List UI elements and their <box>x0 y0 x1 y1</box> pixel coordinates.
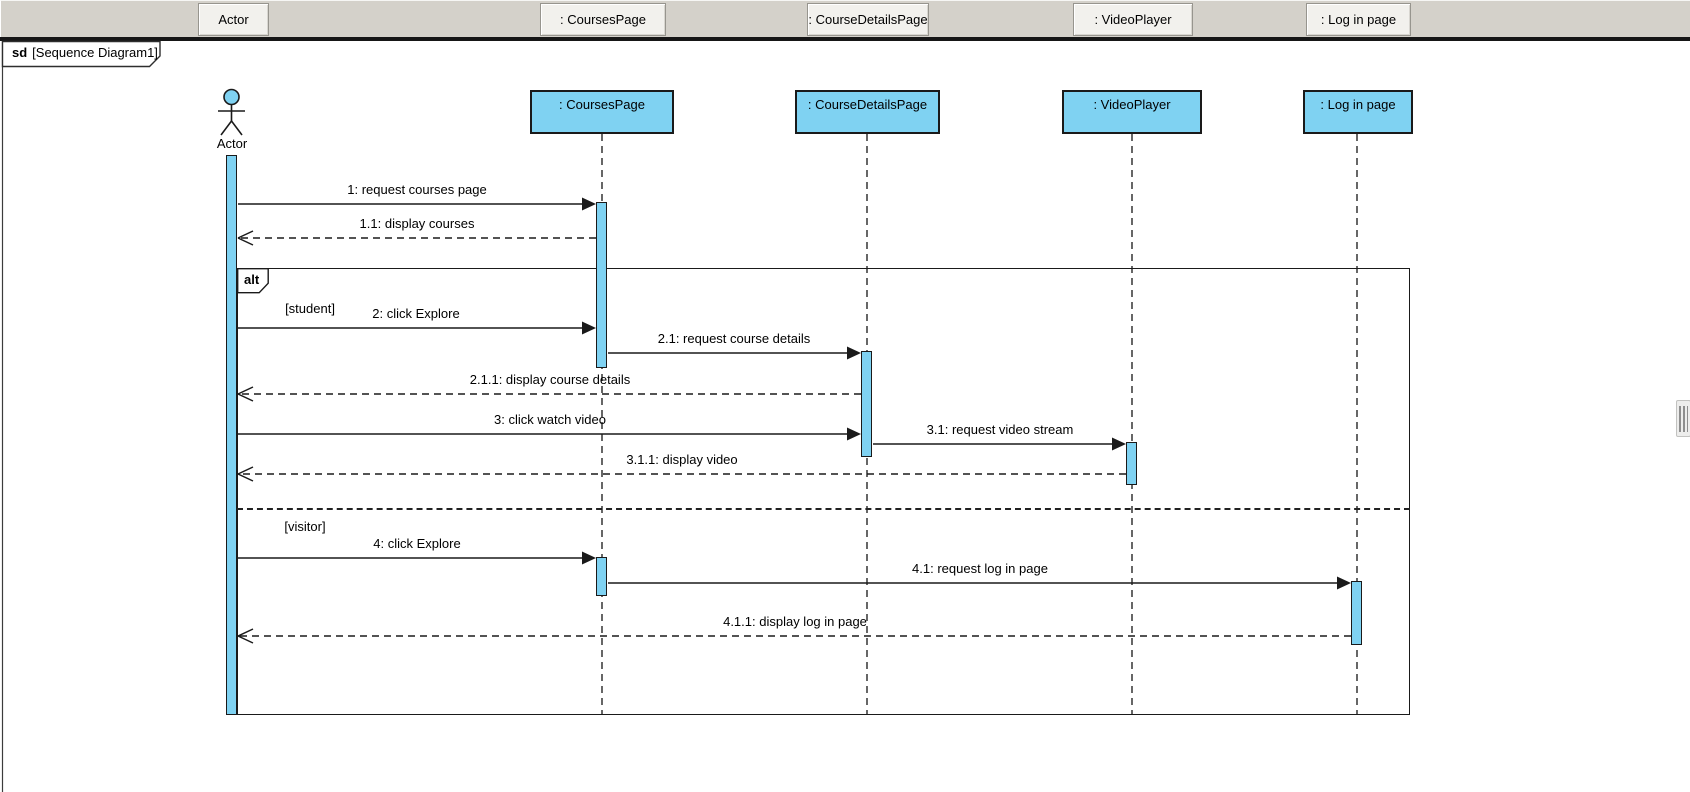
activation-actor[interactable] <box>226 155 237 715</box>
arrowhead-filled <box>582 321 596 335</box>
actor-leg-left <box>220 120 233 136</box>
message-4-1-line[interactable] <box>608 576 1351 590</box>
header-tab-course-details[interactable]: : CourseDetailsPage <box>807 3 929 36</box>
alt-fragment-divider[interactable] <box>237 508 1410 510</box>
message-1-1-line[interactable] <box>237 230 596 246</box>
frame-label-pentagon[interactable] <box>1 40 161 68</box>
message-2-1-1-line[interactable] <box>237 386 861 402</box>
guard-student[interactable]: [student] <box>285 301 335 316</box>
activation-video-player[interactable] <box>1126 442 1137 485</box>
message-3-1-line[interactable] <box>873 437 1126 451</box>
arrowhead-open <box>237 230 254 239</box>
header-tab-courses-page[interactable]: : CoursesPage <box>540 3 666 36</box>
arrowhead-filled <box>847 346 861 360</box>
header-tab-actor[interactable]: Actor <box>198 3 269 36</box>
guard-visitor[interactable]: [visitor] <box>284 519 326 534</box>
message-2-1-line[interactable] <box>608 346 861 360</box>
arrowhead-filled <box>847 427 861 441</box>
message-4-1-label[interactable]: 4.1: request log in page <box>912 561 1048 576</box>
message-4-1-1-label[interactable]: 4.1.1: display log in page <box>723 614 867 629</box>
arrowhead-open <box>237 393 254 402</box>
lifeline-header-bar: Actor : CoursesPage : CourseDetailsPage … <box>0 0 1690 37</box>
grip-icon <box>1679 406 1688 432</box>
message-2-line[interactable] <box>238 321 596 335</box>
activation-courses-page-1[interactable] <box>596 202 607 368</box>
actor-label[interactable]: Actor <box>216 136 248 151</box>
alt-fragment[interactable] <box>237 268 1410 715</box>
activation-courses-page-2[interactable] <box>596 557 607 596</box>
arrowhead-filled <box>1337 576 1351 590</box>
header-tab-video-player[interactable]: : VideoPlayer <box>1073 3 1193 36</box>
message-4-line[interactable] <box>238 551 596 565</box>
arrowhead-open <box>237 635 254 644</box>
frame-title-text: [Sequence Diagram1] <box>32 45 158 60</box>
message-2-label[interactable]: 2: click Explore <box>372 306 460 321</box>
message-3-label[interactable]: 3: click watch video <box>494 412 606 427</box>
arrowhead-filled <box>582 551 596 565</box>
scrollbar-thumb[interactable] <box>1676 400 1690 437</box>
arrowhead-open <box>237 237 254 246</box>
message-1-1-label[interactable]: 1.1: display courses <box>359 216 475 231</box>
frame-keyword: sd <box>12 45 28 60</box>
object-box-course-details[interactable]: : CourseDetailsPage <box>795 90 940 134</box>
actor-figure-icon[interactable] <box>218 88 245 136</box>
message-1-line[interactable] <box>238 197 596 211</box>
message-4-1-1-line[interactable] <box>237 628 1351 644</box>
activation-course-details[interactable] <box>861 351 872 457</box>
message-3-1-1-line[interactable] <box>237 466 1126 482</box>
message-3-1-label[interactable]: 3.1: request video stream <box>926 422 1074 437</box>
message-3-line[interactable] <box>238 427 861 441</box>
arrowhead-open <box>237 386 254 395</box>
actor-leg-right <box>230 120 243 136</box>
alt-operator-label: alt <box>244 272 260 287</box>
alt-operator-pentagon[interactable] <box>237 268 269 294</box>
arrowhead-filled <box>1112 437 1126 451</box>
activation-log-in-page[interactable] <box>1351 581 1362 645</box>
message-4-label[interactable]: 4: click Explore <box>373 536 461 551</box>
header-tab-log-in-page[interactable]: : Log in page <box>1306 3 1411 36</box>
message-1-label[interactable]: 1: request courses page <box>347 182 487 197</box>
header-bottom-border <box>0 37 1690 41</box>
object-box-log-in-page[interactable]: : Log in page <box>1303 90 1413 134</box>
arrowhead-open <box>237 628 254 637</box>
arrowhead-open <box>237 473 254 482</box>
frame-label[interactable]: sd [Sequence Diagram1] <box>12 45 158 60</box>
message-2-1-label[interactable]: 2.1: request course details <box>657 331 811 346</box>
arrowhead-filled <box>582 197 596 211</box>
object-box-courses-page[interactable]: : CoursesPage <box>530 90 674 134</box>
arrowhead-open <box>237 466 254 475</box>
message-2-1-1-label[interactable]: 2.1.1: display course details <box>469 372 631 387</box>
message-3-1-1-label[interactable]: 3.1.1: display video <box>626 452 738 467</box>
object-box-video-player[interactable]: : VideoPlayer <box>1062 90 1202 134</box>
